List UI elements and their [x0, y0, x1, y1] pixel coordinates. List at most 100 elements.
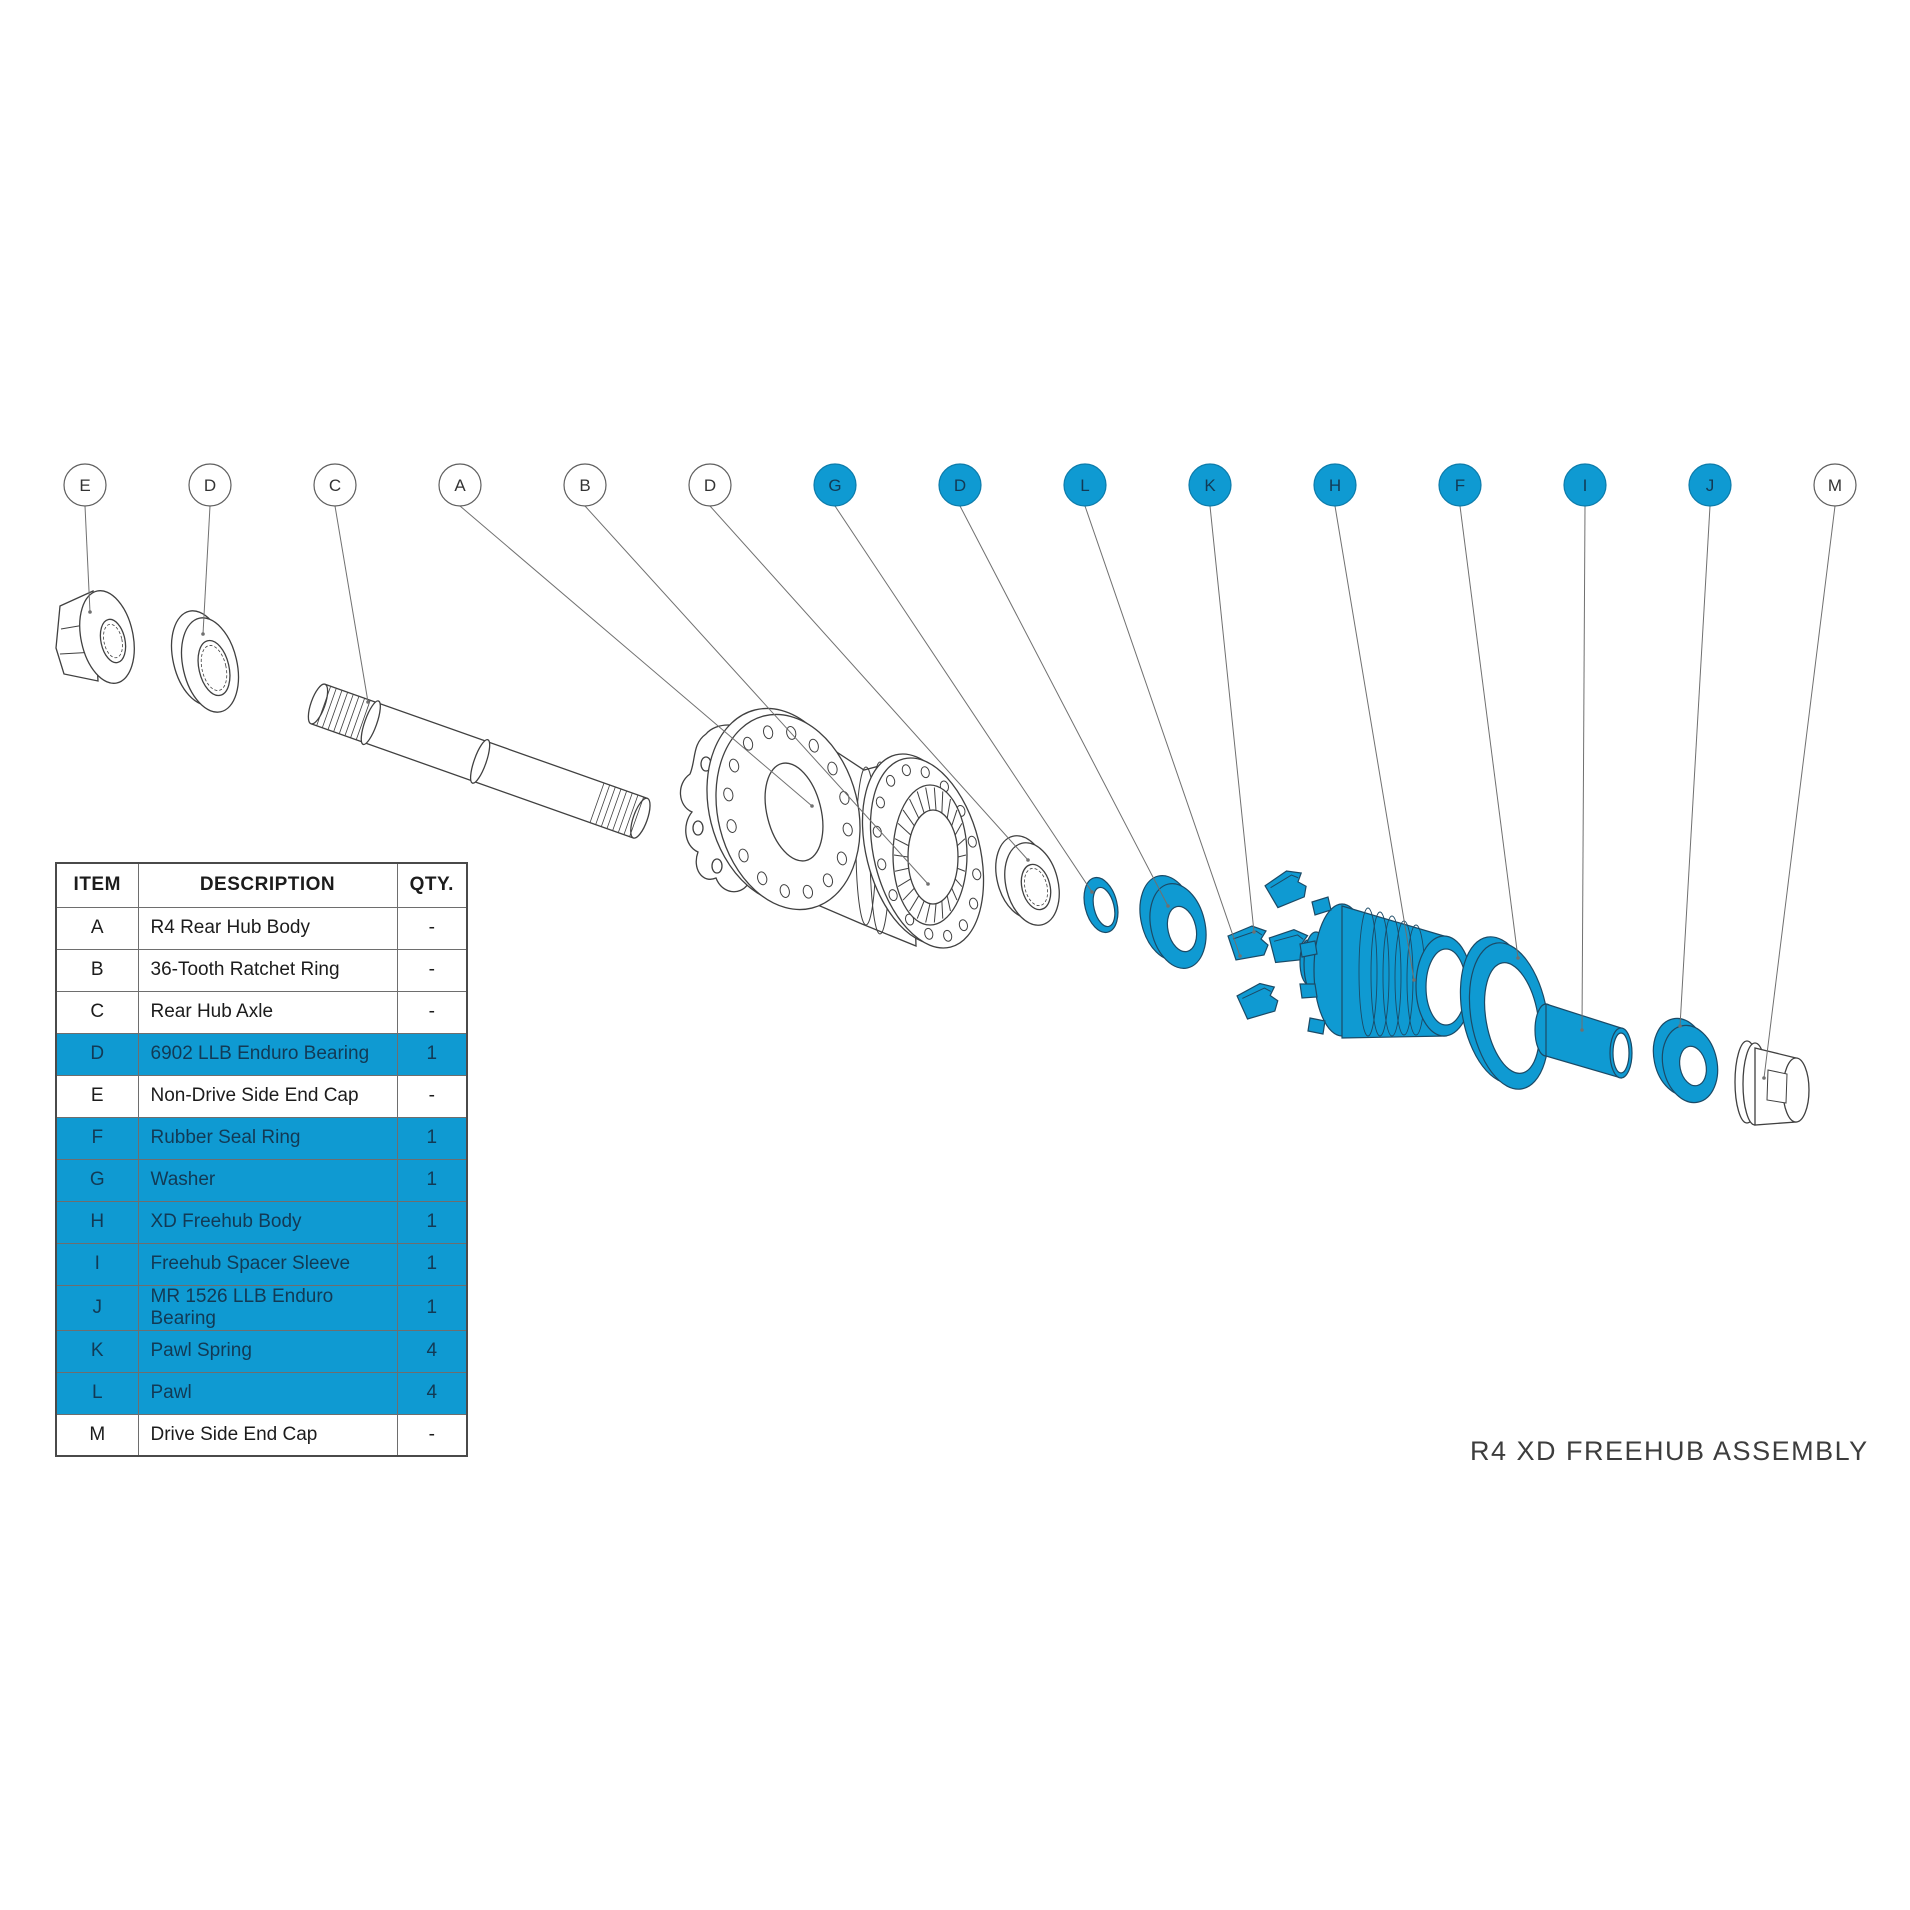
cell-description: XD Freehub Body — [137, 1200, 398, 1244]
callout-letter: K — [1204, 476, 1216, 495]
cell-description: Pawl Spring — [137, 1329, 398, 1373]
callout-circle — [563, 463, 607, 507]
callout-circle — [188, 463, 232, 507]
callout-letter: M — [1828, 476, 1842, 495]
parts-layer — [55, 590, 1060, 949]
spoke-hole — [822, 873, 834, 888]
leader-dot — [810, 804, 814, 808]
part-seal-ring — [1459, 936, 1550, 1090]
callout-letter: D — [204, 476, 216, 495]
callout-a: A — [438, 463, 482, 507]
ratchet-spline — [933, 903, 937, 923]
spoke-hole — [757, 871, 768, 886]
header-item: ITEM — [55, 862, 139, 908]
callout-circle — [1563, 463, 1607, 507]
cell-item: E — [55, 1074, 139, 1118]
callout-f: F — [1438, 463, 1482, 507]
callout-letter: A — [454, 476, 466, 495]
leader-line — [1334, 505, 1415, 981]
ratchet-spline — [902, 809, 915, 827]
part-bearing-blue — [1139, 875, 1207, 969]
leader-lines — [84, 505, 1836, 1080]
callout-l: L — [1063, 463, 1107, 507]
leader-line — [1084, 505, 1241, 957]
ratchet-spline — [909, 798, 920, 819]
ratchet-spline — [916, 900, 925, 919]
leader-dot — [1166, 904, 1170, 908]
cell-qty: 1 — [396, 1116, 468, 1160]
ratchet-spline — [946, 895, 951, 912]
callout-circle — [813, 463, 857, 507]
spoke-hole — [901, 764, 911, 777]
callout-letter: D — [954, 476, 966, 495]
cell-description: Drive Side End Cap — [137, 1413, 398, 1457]
ratchet-spline — [893, 854, 909, 858]
callout-h: H — [1313, 463, 1357, 507]
part-bearing-6902-left — [170, 610, 240, 713]
pawl — [1236, 982, 1279, 1020]
leader-dot — [366, 700, 370, 704]
leader-line — [1459, 505, 1519, 959]
ratchet-spline — [897, 878, 912, 888]
spoke-hole — [836, 851, 848, 866]
cell-item: B — [55, 948, 139, 992]
callout-letter: F — [1455, 476, 1465, 495]
spoke-hole — [742, 736, 754, 751]
cell-item: L — [55, 1371, 139, 1415]
callout-b: B — [563, 463, 607, 507]
callout-e: E — [63, 463, 107, 507]
part-washer — [1083, 876, 1119, 934]
part-freehub-body — [1299, 896, 1473, 1039]
leader-dot — [1090, 890, 1094, 894]
highlighted-parts-layer — [1083, 870, 1719, 1104]
callout-d: D — [188, 463, 232, 507]
leader-line — [959, 505, 1169, 907]
part-ratchet-ring — [892, 784, 968, 926]
cell-qty: - — [396, 948, 468, 992]
callout-i: I — [1563, 463, 1607, 507]
cell-item: C — [55, 990, 139, 1034]
ratchet-spline — [951, 887, 958, 901]
callout-circle — [63, 463, 107, 507]
cell-description: 36-Tooth Ratchet Ring — [137, 948, 398, 992]
callout-circle — [1313, 463, 1357, 507]
spoke-hole — [877, 858, 887, 871]
part-bearing-6902-right — [995, 835, 1060, 926]
leader-dot — [1580, 1028, 1584, 1032]
spoke-hole — [875, 796, 886, 809]
leader-dot — [1252, 930, 1256, 934]
header-description: DESCRIPTION — [137, 862, 398, 908]
cell-description: Rear Hub Axle — [137, 990, 398, 1034]
cell-qty: 1 — [396, 1032, 468, 1076]
cell-qty: 4 — [396, 1371, 468, 1415]
spoke-hole — [924, 927, 934, 940]
callout-g: G — [813, 463, 857, 507]
leader-dot — [1412, 978, 1416, 982]
leader-line — [584, 505, 929, 885]
ratchet-spline — [902, 887, 915, 901]
leader-line — [334, 505, 369, 703]
cell-item: M — [55, 1413, 139, 1457]
ratchet-spline — [954, 878, 963, 887]
leader-dot — [1516, 956, 1520, 960]
leader-line — [1209, 505, 1255, 933]
ratchet-spline — [941, 900, 944, 919]
ratchet-spline — [925, 787, 931, 811]
cell-description: Washer — [137, 1158, 398, 1202]
cell-item: D — [55, 1032, 139, 1076]
cell-qty: - — [396, 1413, 468, 1457]
spoke-hole — [779, 884, 790, 898]
part-rear-hub-axle — [307, 683, 651, 839]
